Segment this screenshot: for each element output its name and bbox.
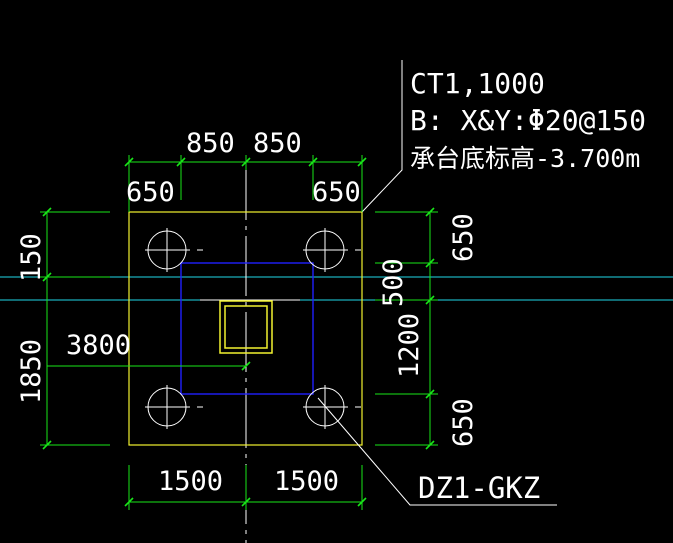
dimension-inner — [47, 361, 251, 371]
pile-label: DZ1-GKZ — [418, 471, 540, 505]
dimension-right — [375, 207, 438, 450]
column-core-outer — [219, 300, 273, 354]
dim-right-1200: 1200 — [394, 313, 425, 378]
dimension-top — [124, 155, 367, 212]
dim-right-500: 500 — [378, 258, 409, 307]
pile-bottom-left — [145, 385, 190, 429]
column-core-inner — [224, 305, 268, 349]
pile-top-right — [303, 228, 348, 272]
pile-label-leader — [317, 397, 557, 506]
dim-left-150: 150 — [16, 233, 47, 282]
dim-top-850-left: 850 — [186, 128, 235, 159]
dim-top-850-right: 850 — [253, 128, 302, 159]
dim-left-1850: 1850 — [16, 339, 47, 404]
dim-inner-3800: 3800 — [66, 330, 131, 361]
dim-top-650-left: 650 — [126, 177, 175, 208]
pile-top-left — [145, 228, 190, 272]
dimension-bottom — [124, 465, 367, 510]
annotation-line-2: B: X&Y:Φ20@150 — [410, 104, 646, 137]
dim-top-650-right: 650 — [312, 177, 361, 208]
dim-right-650-bottom: 650 — [448, 398, 479, 447]
column-outline — [180, 262, 314, 395]
dim-right-650-top: 650 — [448, 213, 479, 262]
dim-bottom-1500-left: 1500 — [158, 466, 223, 497]
annotation-line-3: 承台底标高-3.700m — [410, 144, 640, 173]
dim-bottom-1500-right: 1500 — [274, 466, 339, 497]
pile-cap-outline — [128, 211, 363, 446]
dimension-left — [40, 207, 110, 450]
annotation-line-1: CT1,1000 — [410, 67, 545, 100]
annotation-leader — [361, 60, 403, 213]
